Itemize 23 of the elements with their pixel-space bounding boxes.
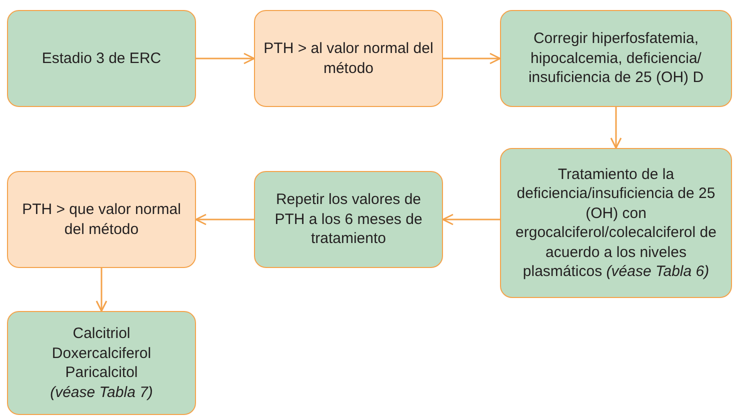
box-text: (véase Tabla 7) xyxy=(50,382,153,402)
box-text: Tratamiento de la deficiencia/insuficiencia de 25 (OH) con ergocalciferol/colecalciferol de acuerdo a los niveles plasmáticos (véase Tabla 6) xyxy=(514,164,718,282)
box-text: Estadio 3 de ERC xyxy=(42,48,162,68)
process-box xyxy=(7,10,196,107)
box-text: PTH > que valor normal del método xyxy=(21,200,182,239)
decision-box xyxy=(7,171,196,268)
box-text: Corregir hiperfosfatemia, hipocalcemia, deficiencia/ insuficiencia de 25 (OH) D xyxy=(527,29,705,88)
arrow xyxy=(610,107,622,149)
box-text: Repetir los valores de PTH a los 6 meses de tratamiento xyxy=(274,190,424,249)
arrow xyxy=(443,52,501,64)
arrow xyxy=(195,214,254,226)
box-text: Paricalcitol xyxy=(65,363,138,382)
box-text: Calcitriol xyxy=(72,324,130,344)
process-box xyxy=(254,171,443,268)
box-text: PTH > al valor normal del método xyxy=(262,39,434,78)
arrow xyxy=(196,52,255,64)
process-box xyxy=(500,148,732,298)
box-text: Doxercalciferol xyxy=(52,344,152,363)
arrow xyxy=(96,268,108,312)
arrow xyxy=(442,214,500,226)
process-box xyxy=(500,10,732,107)
process-box xyxy=(7,311,196,415)
decision-box xyxy=(254,10,443,107)
